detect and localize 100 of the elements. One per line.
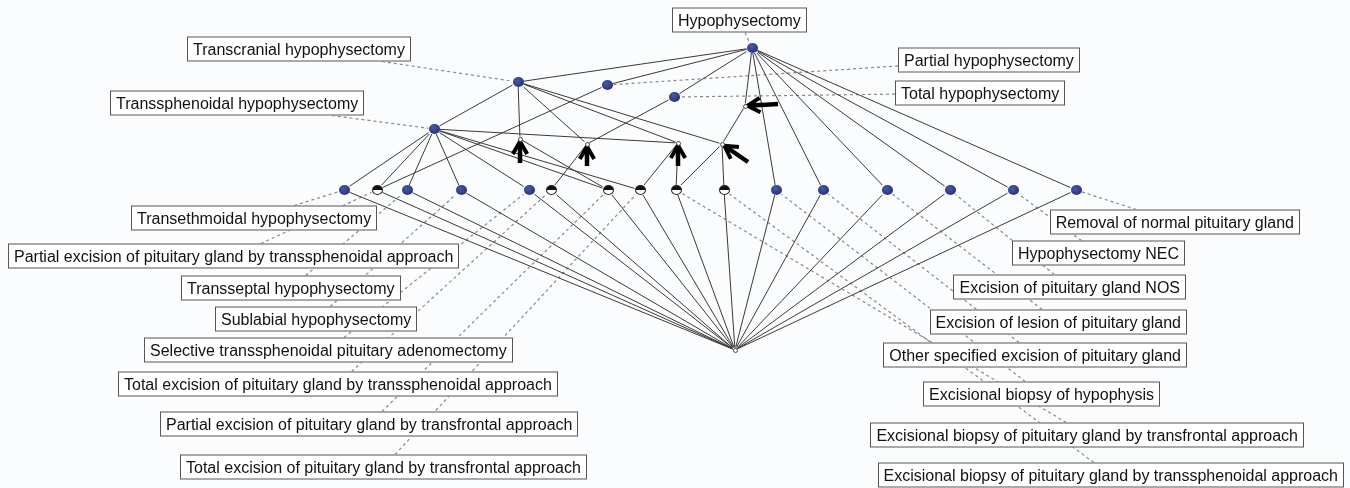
lattice-line [517, 86, 521, 137]
lattice-line [737, 193, 945, 349]
concept-label: Excisional biopsy of hypophysis [923, 381, 1160, 407]
concept-label: Sublabial hypophysectomy [215, 306, 418, 332]
lattice-node [601, 80, 613, 90]
lattice-node [670, 185, 682, 195]
pointer-arrow [745, 95, 779, 115]
leader-line [293, 191, 340, 207]
concept-label: Hypophysectomy NEC [1012, 240, 1185, 266]
lattice-node [746, 43, 758, 53]
lattice-node [371, 185, 383, 195]
lattice-line [349, 132, 429, 187]
lattice-line [466, 192, 733, 350]
concept-label: Selective transsphenoidal pituitary adenomectomy [144, 337, 513, 363]
lattice-line [735, 194, 821, 348]
lattice-node [517, 136, 523, 142]
lattice-node [428, 124, 440, 134]
concept-label: Transseptal hypophysectomy [181, 275, 401, 301]
lattice-node [817, 185, 829, 195]
lattice-line [723, 108, 744, 142]
lattice-line [679, 50, 747, 95]
lattice-node [338, 185, 350, 195]
lattice-line [757, 51, 945, 187]
lattice-line [439, 130, 635, 189]
lattice-line [381, 133, 430, 186]
lattice-node [668, 92, 680, 102]
concept-label: Total hypophysectomy [895, 80, 1066, 106]
lattice-node [718, 185, 730, 195]
lattice-line [752, 52, 776, 186]
concept-label: Total excision of pituitary gland by transfrontal approach [180, 454, 587, 480]
concept-label: Excision of pituitary gland NOS [953, 274, 1186, 300]
concept-label: Transethmoidal hypophysectomy [131, 205, 378, 231]
lattice-line [522, 139, 603, 188]
pointer-arrow [722, 143, 750, 164]
lattice-node [742, 103, 748, 109]
concept-label: Hypophysectomy [672, 7, 807, 33]
lattice-node [770, 185, 782, 195]
lattice-node [944, 185, 956, 195]
lattice-line [757, 50, 1008, 188]
leader-line [611, 65, 899, 86]
lattice-line [737, 192, 1008, 350]
lattice-line [589, 99, 669, 144]
lattice-node [719, 141, 725, 147]
lattice-line [382, 87, 602, 188]
concept-label: Other specified excision of pituitary gland [883, 342, 1187, 368]
leader-line [827, 193, 1020, 344]
lattice-line [612, 48, 747, 85]
lattice-line [611, 194, 734, 348]
lattice-node [512, 77, 524, 87]
lattice-line [721, 146, 725, 186]
lattice-line [744, 52, 752, 104]
lattice-node [584, 141, 590, 147]
lattice-line [736, 194, 883, 348]
concept-label: Total excision of pituitary gland by transsphenoidal approach [118, 371, 558, 397]
concept-label: Transcranial hypophysectomy [187, 36, 411, 62]
concept-label: Partial excision of pituitary gland by transsphenoidal approach [8, 243, 460, 269]
pointer-arrow [510, 139, 530, 163]
lattice-line [642, 194, 734, 348]
concept-label: Excisional biopsy of pituitary gland by transsphenoidal approach [877, 462, 1344, 488]
lattice-line [408, 133, 433, 186]
lattice-line [439, 130, 603, 189]
concept-label: Excisional biopsy of pituitary gland by transfrontal approach [870, 422, 1304, 448]
concept-label: Removal of normal pituitary gland [1049, 209, 1300, 235]
lattice-line [435, 133, 460, 186]
lattice-node [602, 185, 614, 195]
concept-label: Partial hypophysectomy [898, 47, 1080, 73]
lattice-line [735, 194, 776, 348]
leader-line [744, 31, 751, 44]
lattice-line [439, 84, 513, 127]
concept-label: Partial excision of pituitary gland by transfrontal approach [160, 411, 579, 437]
lattice-node [545, 185, 557, 195]
lattice-line [523, 83, 720, 144]
lattice-node [523, 185, 535, 195]
concept-label: Transsphenoidal hypophysectomy [110, 90, 365, 116]
lattice-line [523, 83, 676, 143]
lattice-line [677, 194, 735, 348]
lattice-line [439, 132, 524, 187]
lattice-node [455, 185, 467, 195]
lattice-line [554, 146, 586, 186]
lattice-node [881, 185, 893, 195]
lattice-node [1070, 185, 1082, 195]
lattice-node [675, 140, 681, 146]
pointer-arrow [668, 143, 688, 166]
lattice-line [439, 128, 676, 144]
lattice-line [643, 145, 677, 186]
lattice-line [754, 52, 821, 186]
lattice-node [732, 347, 738, 353]
lattice-line [523, 86, 585, 143]
concept-label: Excision of lesion of pituitary gland [929, 309, 1187, 335]
lattice-line [737, 192, 1071, 350]
lattice-node [401, 185, 413, 195]
pointer-arrow [577, 144, 597, 166]
lattice-node [634, 185, 646, 195]
leader-line [1080, 191, 1137, 211]
lattice-node [1007, 185, 1019, 195]
lattice-line [756, 52, 883, 186]
lattice-line [680, 146, 720, 186]
lattice-line [723, 194, 736, 348]
lattice-line [757, 49, 1071, 189]
lattice-line [523, 48, 747, 82]
